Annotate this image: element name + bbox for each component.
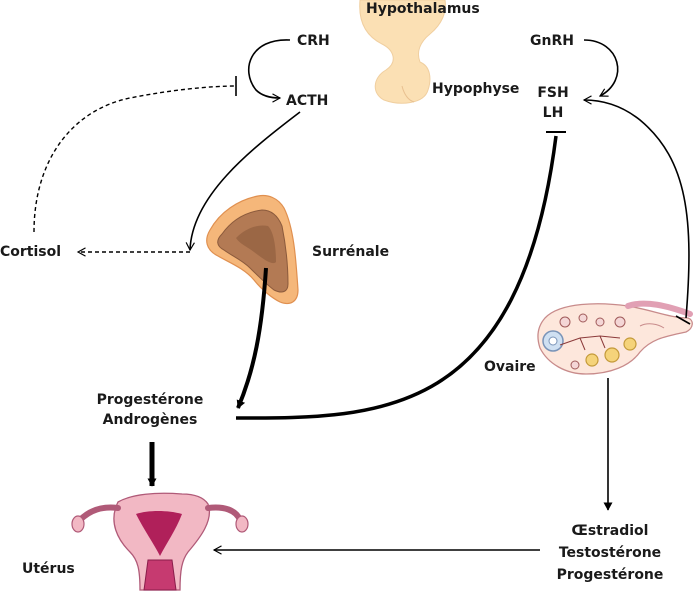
ovary-inhibition-bar [675, 315, 691, 325]
label-crh: CRH [297, 33, 330, 49]
label-hypophyse: Hypophyse [432, 81, 520, 97]
label-gnrh: GnRH [530, 33, 574, 49]
label-lh: LH [542, 105, 564, 121]
adrenal-gland-illustration [206, 194, 299, 305]
adrenal-to-steroids-arrow [236, 267, 268, 409]
label-cortisol: Cortisol [0, 244, 62, 260]
label-progesterone-ovary: Progestérone [556, 567, 664, 583]
ovary-illustration [537, 300, 693, 375]
steroids-to-lh-feedback-arrow [235, 135, 558, 420]
label-surrenale: Surrénale [312, 244, 390, 260]
label-uterus: Utérus [22, 561, 75, 577]
crh-to-acth-arrow [247, 39, 291, 103]
uterus-illustration [71, 492, 249, 591]
label-fsh: FSH [537, 85, 569, 101]
gnrh-to-fsh-arrow [583, 39, 619, 97]
label-androgenes: Androgènes [102, 412, 198, 428]
label-acth: ACTH [286, 93, 329, 109]
cortisol-feedback-arrow [33, 85, 237, 233]
label-testosterone: Testostérone [558, 545, 662, 561]
pituitary-illustration [359, 0, 446, 104]
acth-to-adrenal-arrow [185, 111, 301, 252]
label-estradiol: Œstradiol [571, 523, 649, 539]
ovary-to-fsh-feedback-arrow [582, 95, 690, 319]
label-progesterone: Progestérone [96, 392, 204, 408]
label-hypothalamus: Hypothalamus [366, 1, 480, 17]
label-ovaire: Ovaire [484, 359, 536, 375]
